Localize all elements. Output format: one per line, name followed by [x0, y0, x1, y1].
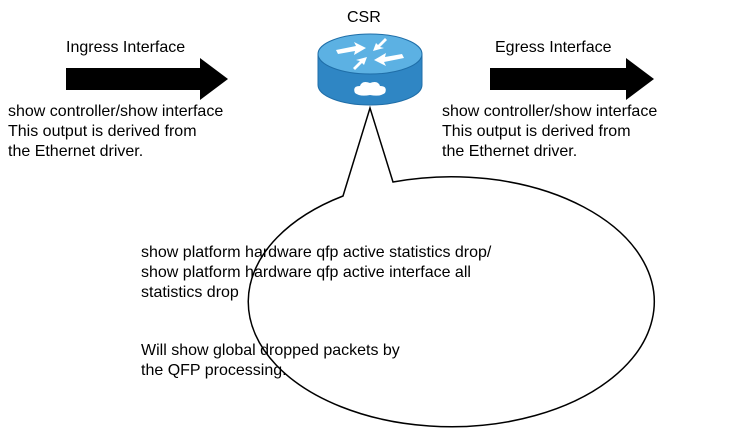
callout-note-line: Will show global dropped packets by	[141, 342, 400, 359]
egress-arrow	[490, 58, 654, 100]
ingress-description-line: This output is derived from	[8, 123, 197, 140]
router-icon	[317, 33, 423, 106]
callout-command-line: show platform hardware qfp active statis…	[141, 244, 492, 261]
egress-description-line: This output is derived from	[442, 123, 631, 140]
egress-description-line: the Ethernet driver.	[442, 143, 578, 160]
egress-description: show controller/show interface This outp…	[442, 102, 657, 162]
callout-command-line: statistics drop	[141, 284, 239, 301]
ingress-arrow	[66, 58, 228, 100]
callout-bubble	[247, 105, 656, 428]
egress-description-line: show controller/show interface	[442, 103, 658, 120]
ingress-description-line: show controller/show interface	[8, 103, 224, 120]
callout-note: Will show global dropped packets by the …	[141, 341, 400, 381]
callout-commands: show platform hardware qfp active statis…	[141, 243, 491, 303]
ingress-description: show controller/show interface This outp…	[8, 102, 223, 162]
callout-note-line: the QFP processing.	[141, 362, 287, 379]
ingress-interface-title: Ingress Interface	[66, 39, 186, 56]
callout-command-line: show platform hardware qfp active interf…	[141, 264, 471, 281]
router-label: CSR	[347, 9, 381, 26]
egress-interface-title: Egress Interface	[495, 39, 612, 56]
ingress-description-line: the Ethernet driver.	[8, 143, 144, 160]
